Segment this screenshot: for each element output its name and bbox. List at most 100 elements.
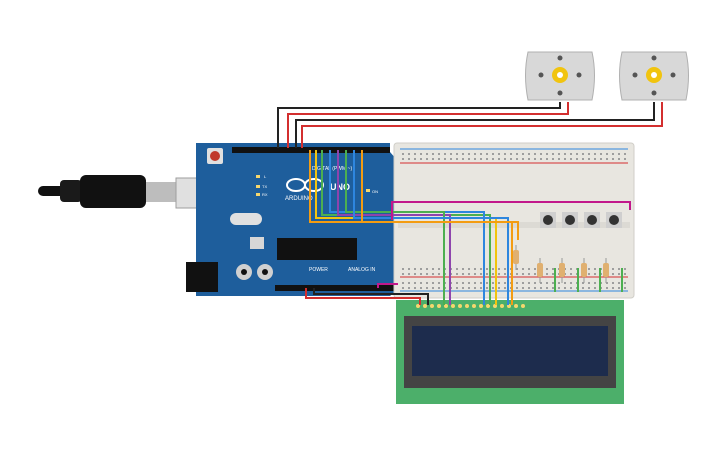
- breadboard-hole: [588, 153, 590, 155]
- breadboard-hole: [474, 282, 476, 284]
- breadboard-hole: [618, 287, 620, 289]
- breadboard-hole: [618, 158, 620, 160]
- breadboard-hole: [504, 287, 506, 289]
- lcd-pin: [500, 304, 504, 308]
- breadboard-hole: [420, 268, 422, 270]
- breadboard-hole: [414, 158, 416, 160]
- digital-header-label: DIGITAL (PWM ~): [312, 166, 352, 172]
- breadboard-hole: [480, 268, 482, 270]
- breadboard-hole: [552, 282, 554, 284]
- breadboard-hole: [414, 153, 416, 155]
- breadboard-hole: [522, 158, 524, 160]
- breadboard-hole: [528, 282, 530, 284]
- breadboard-hole: [414, 273, 416, 275]
- breadboard-hole: [504, 153, 506, 155]
- breadboard-hole: [552, 273, 554, 275]
- breadboard-hole: [600, 158, 602, 160]
- breadboard-hole: [450, 153, 452, 155]
- breadboard-hole: [552, 287, 554, 289]
- breadboard-hole: [612, 268, 614, 270]
- breadboard-hole: [522, 282, 524, 284]
- breadboard-hole: [492, 282, 494, 284]
- breadboard-hole: [546, 273, 548, 275]
- breadboard-hole: [480, 153, 482, 155]
- breadboard-hole: [564, 282, 566, 284]
- breadboard-hole: [432, 158, 434, 160]
- breadboard-hole: [624, 153, 626, 155]
- breadboard-hole: [426, 158, 428, 160]
- breadboard-hole: [468, 282, 470, 284]
- breadboard-hole: [438, 158, 440, 160]
- breadboard-hole: [456, 158, 458, 160]
- breadboard-hole: [474, 268, 476, 270]
- breadboard-hole: [552, 268, 554, 270]
- breadboard-hole: [618, 153, 620, 155]
- breadboard-hole: [624, 282, 626, 284]
- breadboard-hole: [534, 268, 536, 270]
- breadboard-hole: [438, 268, 440, 270]
- breadboard: [393, 142, 635, 299]
- breadboard-hole: [486, 158, 488, 160]
- breadboard-hole: [558, 282, 560, 284]
- breadboard-hole: [402, 282, 404, 284]
- breadboard-hole: [546, 282, 548, 284]
- wires: [277, 102, 663, 305]
- breadboard-hole: [528, 158, 530, 160]
- tx-led-label: TX: [262, 184, 267, 189]
- breadboard-hole: [624, 268, 626, 270]
- breadboard-hole: [432, 287, 434, 289]
- analog-header-label: ANALOG IN: [348, 267, 376, 273]
- breadboard-hole: [456, 153, 458, 155]
- breadboard-hole: [558, 287, 560, 289]
- breadboard-hole: [462, 158, 464, 160]
- breadboard-hole: [594, 287, 596, 289]
- breadboard-hole: [594, 158, 596, 160]
- power-analog-header: [275, 285, 395, 291]
- resistor-icon: [603, 258, 609, 283]
- breadboard-hole: [480, 287, 482, 289]
- resistor-icon: [559, 258, 565, 283]
- breadboard-hole: [570, 158, 572, 160]
- breadboard-hole: [414, 282, 416, 284]
- breadboard-hole: [432, 273, 434, 275]
- breadboard-hole: [408, 153, 410, 155]
- push-button-icon[interactable]: [606, 212, 622, 228]
- breadboard-hole: [582, 282, 584, 284]
- lcd-pin: [451, 304, 455, 308]
- push-button-icon[interactable]: [562, 212, 578, 228]
- breadboard-hole: [462, 287, 464, 289]
- breadboard-hole: [474, 273, 476, 275]
- breadboard-hole: [420, 273, 422, 275]
- breadboard-hole: [612, 158, 614, 160]
- breadboard-hole: [492, 287, 494, 289]
- breadboard-hole: [624, 158, 626, 160]
- breadboard-hole: [486, 153, 488, 155]
- breadboard-hole: [426, 287, 428, 289]
- crystal: [230, 213, 262, 225]
- breadboard-hole: [408, 287, 410, 289]
- breadboard-hole: [540, 158, 542, 160]
- breadboard-hole: [594, 153, 596, 155]
- push-button-icon[interactable]: [540, 212, 556, 228]
- breadboard-hole: [522, 287, 524, 289]
- breadboard-hole: [504, 273, 506, 275]
- breadboard-hole: [576, 158, 578, 160]
- breadboard-hole: [408, 158, 410, 160]
- breadboard-hole: [438, 273, 440, 275]
- breadboard-hole: [528, 273, 530, 275]
- breadboard-hole: [516, 287, 518, 289]
- push-button-icon[interactable]: [584, 212, 600, 228]
- breadboard-hole: [498, 268, 500, 270]
- breadboard-hole: [552, 153, 554, 155]
- breadboard-hole: [402, 287, 404, 289]
- breadboard-hole: [588, 268, 590, 270]
- arduino-brand-label: ARDUINO: [285, 196, 313, 202]
- breadboard-hole: [450, 158, 452, 160]
- breadboard-hole: [456, 282, 458, 284]
- breadboard-hole: [498, 153, 500, 155]
- resistor-icon: [581, 258, 587, 283]
- breadboard-hole: [498, 273, 500, 275]
- breadboard-hole: [606, 287, 608, 289]
- breadboard-hole: [528, 153, 530, 155]
